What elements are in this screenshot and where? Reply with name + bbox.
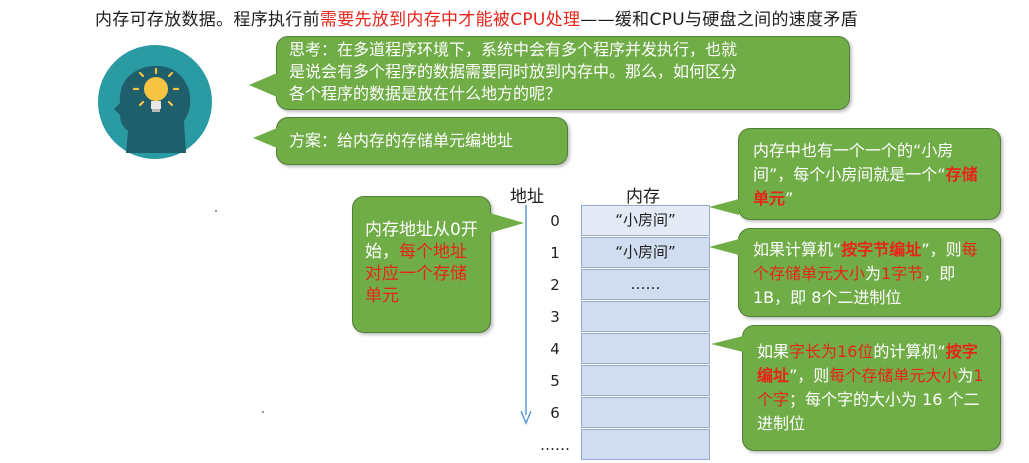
byte-note-g: ，即 1B，即 8个二进制位 [753,264,956,307]
address-note-callout: 内存地址从0开始，每个地址对应一个存储单元 [352,196,524,333]
word-note-i: ；每个字的大小为 16 个二进制位 [757,390,980,433]
byte-note-value: 1字节 [881,264,924,283]
address-5: 5 [550,372,560,390]
address-note-highlight: 每个地址对应一个存储单元 [365,242,467,306]
address-header: 地址 [510,187,544,207]
think-line-2: 是说会有多个程序的数据需要同时放到内存中。那么，如何区分 [289,62,738,81]
address-note-text: 内存地址从0开始， [365,220,478,262]
room-note-text: 内存中也有一个一个的“小房间”，每个小房间就是一个 [753,141,954,184]
address-2: 2 [550,276,560,294]
headline-part3: ——缓和CPU与硬盘之间的速度矛盾 [580,10,858,30]
word-note-g: 为 [957,366,974,385]
byte-addressing-callout: 如果计算机“按字节编址”，则每个存储单元大小为1字节，即 1B，即 8个二进制位 [709,228,1001,317]
stray-dot [215,210,217,212]
headline-highlight: 需要先放到内存中才能被CPU处理 [319,10,581,30]
thinking-head-lightbulb-icon [98,45,212,159]
memory-cell-7 [581,429,710,460]
word-note-wordlen: 字长为16位 [789,342,874,361]
storage-unit-callout: 内存中也有一个一个的“小房间”，每个小房间就是一个“存储单元” [709,128,1001,220]
memory-cell-4 [581,333,710,364]
room-note-term: 存储单元 [753,165,978,208]
headline-part1: 内存可存放数据。程序执行前 [95,10,320,30]
word-note-e: ”，则 [789,366,830,385]
memory-cell-1: “小房间” [581,237,710,268]
word-note-a: 如果 [757,342,790,361]
byte-note-e: 为 [865,264,882,283]
memory-cell-6 [581,397,710,428]
memory-cell-0: “小房间” [581,205,710,236]
address-0: 0 [550,212,560,230]
room-note-quote-close: ” [785,189,794,208]
page-headline: 内存可存放数据。程序执行前需要先放到内存中才能被CPU处理——缓和CPU与硬盘之… [95,5,858,30]
address-axis-arrow [520,205,532,425]
byte-note-size: 每个存储单元大小 [753,240,978,283]
memory-cell-3 [581,301,710,332]
byte-note-a: 如果计算机“ [753,240,842,259]
memory-cell-5 [581,365,710,396]
plan-callout: 方案：给内存的存储单元编地址 [253,117,568,165]
byte-note-term: 按字节编址 [841,240,922,259]
address-3: 3 [550,308,560,326]
memory-cell-2: …… [581,269,710,300]
address-6: 6 [550,404,560,422]
stray-dot [262,411,264,413]
address-1: 1 [550,244,560,262]
word-addressing-callout: 如果字长为16位的计算机“按字编址”，则每个存储单元大小为1个字；每个字的大小为… [711,325,1001,451]
think-callout: 思考：在多道程序环境下，系统中会有多个程序并发执行，也就 是说会有多个程序的数据… [249,36,850,110]
address-ellipsis: …… [540,436,570,454]
word-note-c: 的计算机“ [873,342,946,361]
think-line-1: 思考：在多道程序环境下，系统中会有多个程序并发执行，也就 [289,40,738,59]
room-note-quote-open: “ [937,165,946,184]
byte-note-c: ”，则 [921,240,962,259]
think-line-3: 各个程序的数据是放在什么地方的呢？ [289,84,562,103]
word-note-term: 按字编址 [757,342,978,385]
word-note-size: 每个存储单元大小 [829,366,958,385]
word-note-value: 1个字 [757,366,984,409]
address-4: 4 [550,340,560,358]
memory-header: 内存 [626,187,660,207]
plan-text: 方案：给内存的存储单元编地址 [289,131,514,150]
